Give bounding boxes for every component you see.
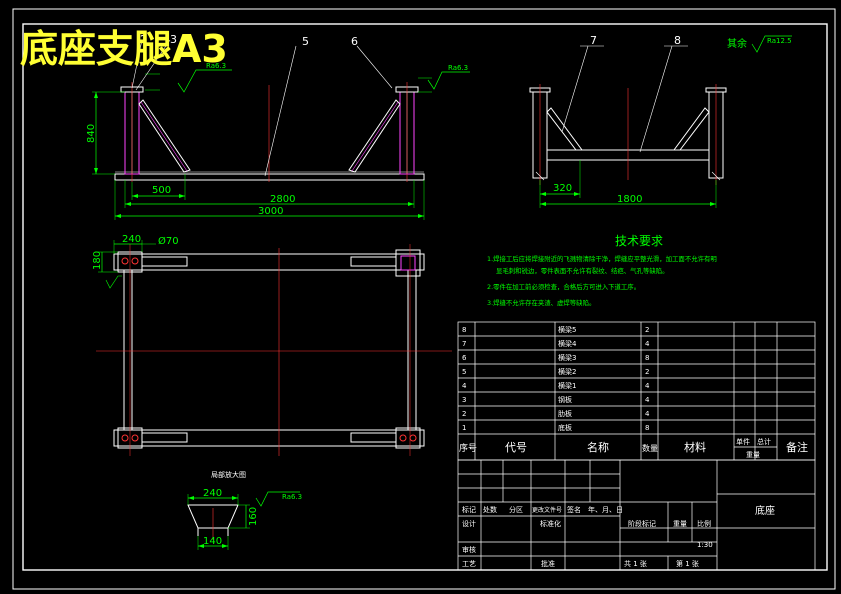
tb-mark: 标记 <box>462 505 476 514</box>
detail-title: 局部放大图 <box>211 470 246 479</box>
tech-line-2: 显毛刺和锐边，零件表面不允许有裂纹、结疤、气孔等缺陷。 <box>496 266 669 275</box>
front-view <box>114 82 425 182</box>
tb-proc: 工艺 <box>462 560 476 568</box>
balloon-6: 6 <box>351 35 358 48</box>
dim-500: 500 <box>152 185 171 196</box>
bom-h-mat: 材料 <box>684 440 706 454</box>
tb-date: 年、月、日 <box>588 505 623 514</box>
bom-name: 底板 <box>558 423 572 432</box>
bom-qty: 2 <box>645 368 649 376</box>
bom-name: 横梁2 <box>558 367 576 376</box>
tb-scale-value: 1:30 <box>697 541 713 549</box>
bom-qty: 8 <box>645 424 649 432</box>
top-view <box>96 244 452 456</box>
drawing-title: 底座支腿A3 <box>20 27 228 71</box>
bom-name: 肋板 <box>558 409 572 418</box>
dim-3000: 3000 <box>258 206 283 217</box>
bom-no: 8 <box>462 326 466 334</box>
roughness-others-label: 其余 <box>727 37 747 50</box>
balloon-2: 2 <box>140 33 147 46</box>
dim-2800: 2800 <box>270 194 295 205</box>
dim-1800: 1800 <box>617 194 642 205</box>
tb-sheet: 第 1 张 <box>676 559 699 568</box>
balloon-5: 5 <box>302 35 309 48</box>
tech-line-1: 1.焊接工后应将焊接附近的飞溅物清除干净，焊缝应平整光滑，加工面不允许有明 <box>487 254 717 263</box>
titleblock: 标记 处数 分区 更改文件号 签名 年、月、日 设计 标准化 审核 工艺 批准 … <box>462 504 775 568</box>
bom-name: 横梁1 <box>558 381 576 390</box>
bom-no: 7 <box>462 340 466 348</box>
bom-h-single: 单件 <box>736 437 750 446</box>
bom-h-qty: 数量 <box>642 443 658 453</box>
tb-approve: 批准 <box>541 559 555 568</box>
tb-sheets: 共 1 张 <box>624 559 647 568</box>
bom-qty: 4 <box>645 396 650 404</box>
detail-dim-240: 240 <box>203 488 222 499</box>
bom-h-weight: 重量 <box>746 451 760 459</box>
bom-name: 横梁5 <box>558 325 576 334</box>
bom-name: 横梁3 <box>558 353 576 362</box>
tech-heading: 技术要求 <box>615 234 663 248</box>
tb-sign: 签名 <box>567 505 581 514</box>
bom-name: 钢板 <box>558 395 572 404</box>
tb-weight: 重量 <box>673 520 687 528</box>
dim-840: 840 <box>86 124 97 143</box>
balloon-7: 7 <box>590 34 597 47</box>
roughness-2: Ra6.3 <box>448 64 468 72</box>
detail-view <box>187 491 300 550</box>
bom-no: 4 <box>462 382 467 390</box>
bom-h-note: 备注 <box>786 440 808 454</box>
bom-qty: 4 <box>645 410 650 418</box>
tb-zone: 分区 <box>509 505 523 514</box>
bom-no: 1 <box>462 424 466 432</box>
dim-320: 320 <box>553 183 572 194</box>
detail-dim-140: 140 <box>203 536 222 547</box>
bom-qty: 2 <box>645 326 649 334</box>
bom-no: 5 <box>462 368 466 376</box>
tech-line-3: 2.零件在加工前必须检查，合格后方可进入下道工序。 <box>487 282 640 291</box>
balloon-3: 3 <box>170 33 177 46</box>
bom-qty: 8 <box>645 354 649 362</box>
bom-h-code: 代号 <box>505 441 527 454</box>
tb-design: 设计 <box>462 519 476 528</box>
side-view <box>529 84 727 185</box>
tb-scale: 比例 <box>697 519 711 528</box>
bom-qty: 4 <box>645 382 650 390</box>
bom-h-name: 名称 <box>587 440 609 454</box>
tb-docno: 更改文件号 <box>532 506 562 514</box>
tb-review: 审核 <box>462 545 476 554</box>
bom-grid <box>457 321 816 461</box>
bom-no: 6 <box>462 354 467 362</box>
tb-part-name: 底座 <box>755 504 775 517</box>
side-dimensions: 320 1800 <box>539 35 792 208</box>
balloon-8: 8 <box>674 34 681 47</box>
roughness-3: Ra6.3 <box>282 493 302 501</box>
tb-stage: 阶段标记 <box>628 519 656 528</box>
outer-frame <box>12 8 836 590</box>
roughness-4: Ra12.5 <box>767 37 792 45</box>
tb-std: 标准化 <box>540 519 561 528</box>
roughness-1: Ra6.3 <box>206 62 226 70</box>
inner-frame <box>22 23 828 571</box>
bom-header: 序号 代号 名称 数量 材料 单件 总计 重量 备注 <box>459 437 808 459</box>
bom-qty: 4 <box>645 340 650 348</box>
detail-dim-160: 160 <box>248 507 259 526</box>
dim-240-top: 240 <box>122 234 141 245</box>
tech-line-4: 3.焊缝不允许存在夹渣、虚焊等缺陷。 <box>487 298 595 307</box>
bom-h-total: 总计 <box>757 437 771 446</box>
bom-h-no: 序号 <box>459 442 477 454</box>
top-dimensions: 240 Ø70 180 <box>92 234 179 289</box>
leader-lines <box>131 39 688 177</box>
bom-name: 横梁4 <box>558 339 577 348</box>
dim-d70: Ø70 <box>158 235 179 247</box>
bom-no: 2 <box>462 410 466 418</box>
bom-no: 3 <box>462 396 466 404</box>
tb-count: 处数 <box>483 505 497 514</box>
dim-180: 180 <box>92 251 103 270</box>
bom-rows: 8 横梁5 2 7 横梁4 4 6 横梁3 8 5 横梁2 2 4 横梁1 4 … <box>462 325 650 432</box>
titleblock-grid <box>457 459 816 571</box>
front-dimensions: 840 500 2800 3000 Ra6.3 Ra6.3 <box>86 62 470 220</box>
